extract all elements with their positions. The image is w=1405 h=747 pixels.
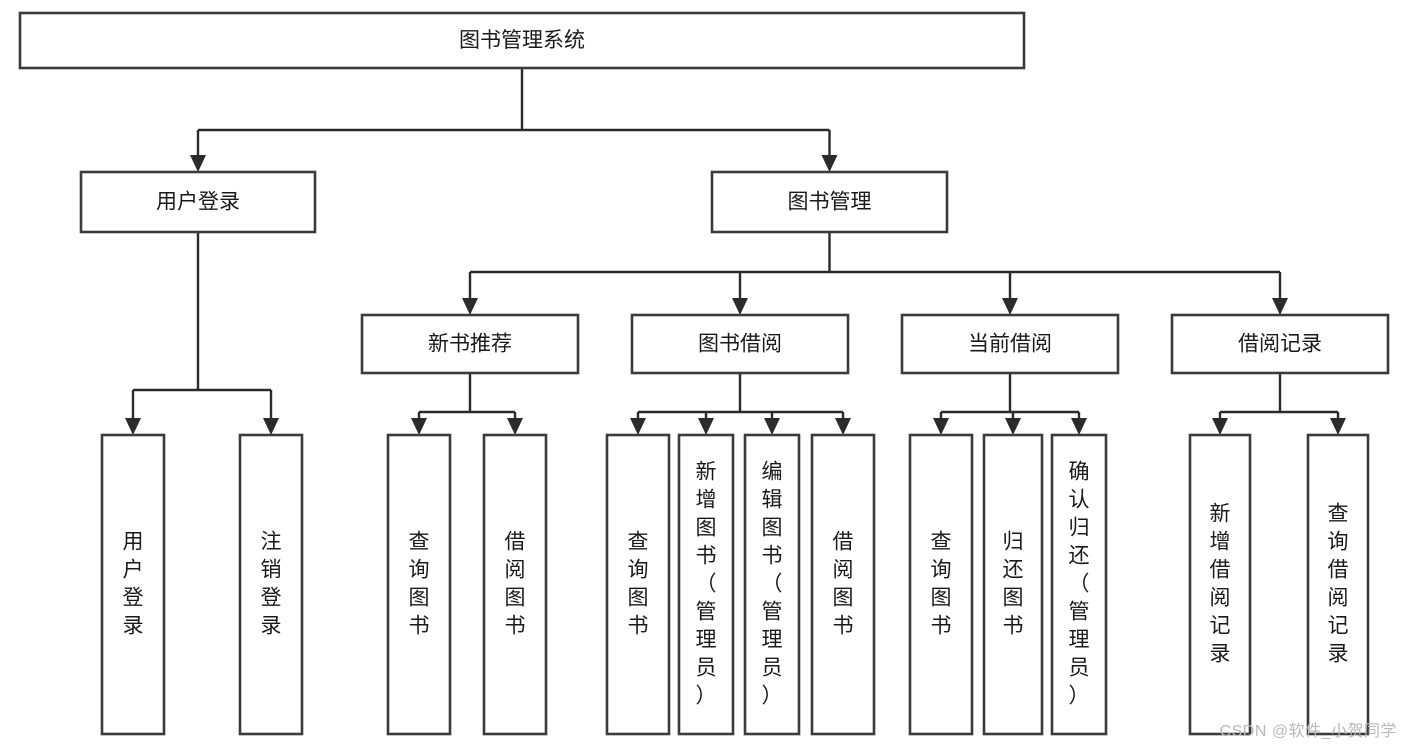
node-label-borrow-record: 借阅记录 (1238, 333, 1322, 356)
node-leaf-query-book-recommend[interactable]: 查询图书 (386, 433, 452, 736)
node-label-leaf-add-borrow-record: 新增借阅记录 (1210, 503, 1231, 666)
arrow-head-icon (1005, 418, 1021, 435)
node-leaf-user-login[interactable]: 用户登录 (100, 433, 166, 736)
node-box-book-management (710, 170, 949, 234)
node-book-management[interactable]: 图书管理 (710, 170, 949, 234)
node-box-leaf-borrow-book-recommend (482, 433, 548, 736)
node-leaf-add-book-admin[interactable]: 新增图书（管理员） (677, 433, 735, 736)
node-box-root (18, 11, 1026, 70)
node-book-borrow[interactable]: 图书借阅 (630, 313, 850, 375)
node-leaf-query-borrow-record[interactable]: 查询借阅记录 (1306, 433, 1370, 736)
node-label-current-borrow: 当前借阅 (968, 333, 1052, 356)
node-label-book-management: 图书管理 (788, 191, 872, 214)
node-root[interactable]: 图书管理系统 (18, 11, 1026, 70)
node-label-leaf-query-book-current: 查询图书 (931, 531, 952, 638)
node-label-leaf-add-book-admin: 新增图书（管理员） (696, 461, 717, 708)
node-label-leaf-user-login: 用户登录 (123, 531, 144, 638)
node-box-leaf-query-book-borrow (605, 433, 671, 736)
node-box-leaf-return-book (982, 433, 1044, 736)
arrow-head-icon (835, 418, 851, 435)
node-box-current-borrow (900, 313, 1120, 375)
node-label-leaf-query-borrow-record: 查询借阅记录 (1328, 503, 1349, 666)
node-label-leaf-query-book-recommend: 查询图书 (409, 531, 430, 638)
node-label-leaf-confirm-return-admin: 确认归还（管理员） (1069, 461, 1090, 708)
node-box-leaf-query-book-recommend (386, 433, 452, 736)
node-label-root: 图书管理系统 (459, 29, 585, 52)
arrow-head-icon (1330, 418, 1346, 435)
node-label-new-book-recommend: 新书推荐 (428, 333, 512, 356)
node-label-leaf-edit-book-admin: 编辑图书（管理员） (762, 461, 783, 708)
node-label-leaf-logout-login: 注销登录 (261, 531, 282, 638)
node-leaf-borrow-book[interactable]: 借阅图书 (810, 433, 876, 736)
arrow-head-icon (933, 418, 949, 435)
node-box-leaf-query-borrow-record (1306, 433, 1370, 736)
node-box-leaf-logout-login (238, 433, 304, 736)
node-box-leaf-edit-book-admin (743, 433, 801, 736)
arrow-head-icon (1002, 298, 1018, 315)
arrow-head-icon (190, 155, 206, 172)
node-box-leaf-add-borrow-record (1188, 433, 1252, 736)
arrow-head-icon (1071, 418, 1087, 435)
arrow-head-icon (411, 418, 427, 435)
arrow-head-icon (698, 418, 714, 435)
node-label-book-borrow: 图书借阅 (698, 333, 782, 356)
node-leaf-confirm-return-admin[interactable]: 确认归还（管理员） (1050, 433, 1108, 736)
node-leaf-return-book[interactable]: 归还图书 (982, 433, 1044, 736)
arrow-head-icon (732, 298, 748, 315)
node-label-leaf-query-book-borrow: 查询图书 (628, 531, 649, 638)
arrow-head-icon (764, 418, 780, 435)
node-box-leaf-confirm-return-admin (1050, 433, 1108, 736)
node-box-leaf-add-book-admin (677, 433, 735, 736)
node-user-login[interactable]: 用户登录 (79, 170, 317, 234)
node-leaf-query-book-current[interactable]: 查询图书 (908, 433, 974, 736)
node-leaf-edit-book-admin[interactable]: 编辑图书（管理员） (743, 433, 801, 736)
node-box-leaf-user-login (100, 433, 166, 736)
arrow-head-icon (462, 298, 478, 315)
arrow-head-icon (1212, 418, 1228, 435)
node-label-leaf-borrow-book-recommend: 借阅图书 (505, 531, 526, 638)
node-layer: 图书管理系统用户登录图书管理新书推荐图书借阅当前借阅借阅记录用户登录注销登录查询… (18, 11, 1390, 736)
arrow-head-icon (1272, 298, 1288, 315)
node-box-book-borrow (630, 313, 850, 375)
arrow-head-icon (821, 155, 838, 172)
node-leaf-add-borrow-record[interactable]: 新增借阅记录 (1188, 433, 1252, 736)
node-new-book-recommend[interactable]: 新书推荐 (360, 313, 580, 375)
arrow-head-icon (630, 418, 646, 435)
node-box-borrow-record (1170, 313, 1390, 375)
node-label-user-login: 用户登录 (156, 191, 240, 214)
node-box-leaf-borrow-book (810, 433, 876, 736)
node-label-leaf-borrow-book: 借阅图书 (833, 531, 854, 638)
node-leaf-borrow-book-recommend[interactable]: 借阅图书 (482, 433, 548, 736)
arrow-head-icon (263, 418, 279, 435)
arrow-head-icon (125, 418, 141, 435)
node-box-user-login (79, 170, 317, 234)
node-label-leaf-return-book: 归还图书 (1003, 531, 1024, 638)
connector-layer (125, 68, 1346, 435)
node-box-leaf-query-book-current (908, 433, 974, 736)
arrow-head-icon (507, 418, 523, 435)
node-box-new-book-recommend (360, 313, 580, 375)
node-leaf-query-book-borrow[interactable]: 查询图书 (605, 433, 671, 736)
node-borrow-record[interactable]: 借阅记录 (1170, 313, 1390, 375)
node-current-borrow[interactable]: 当前借阅 (900, 313, 1120, 375)
node-leaf-logout-login[interactable]: 注销登录 (238, 433, 304, 736)
